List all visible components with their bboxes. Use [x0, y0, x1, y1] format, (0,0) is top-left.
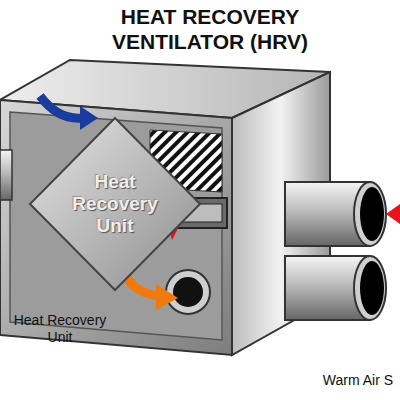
pipe-end: [354, 182, 386, 246]
duct-pipe: [0, 150, 12, 200]
node-label: Heat Recovery Unit: [65, 171, 165, 237]
duct-port: [166, 270, 210, 314]
airflow-arrow: [40, 96, 82, 118]
pipe-end: [354, 256, 386, 320]
diagram-title: HEAT RECOVERY VENTILATOR (HRV): [80, 4, 340, 54]
pipe-end: [360, 187, 384, 241]
node-body: Heat Recovery Unit: [30, 118, 200, 290]
part-label: Heat Recovery Unit: [0, 312, 120, 346]
airflow-arrow: [156, 284, 178, 310]
airflow-arrow: [386, 204, 400, 224]
box-front: [0, 100, 232, 355]
diamond-outline: [30, 118, 200, 290]
airflow-arrow: [80, 106, 98, 130]
duct-port: [173, 277, 203, 307]
pipe-end: [360, 261, 384, 315]
part-label: Warm Air S: [316, 372, 400, 389]
core-diamond: Heat Recovery Unit: [30, 118, 200, 290]
